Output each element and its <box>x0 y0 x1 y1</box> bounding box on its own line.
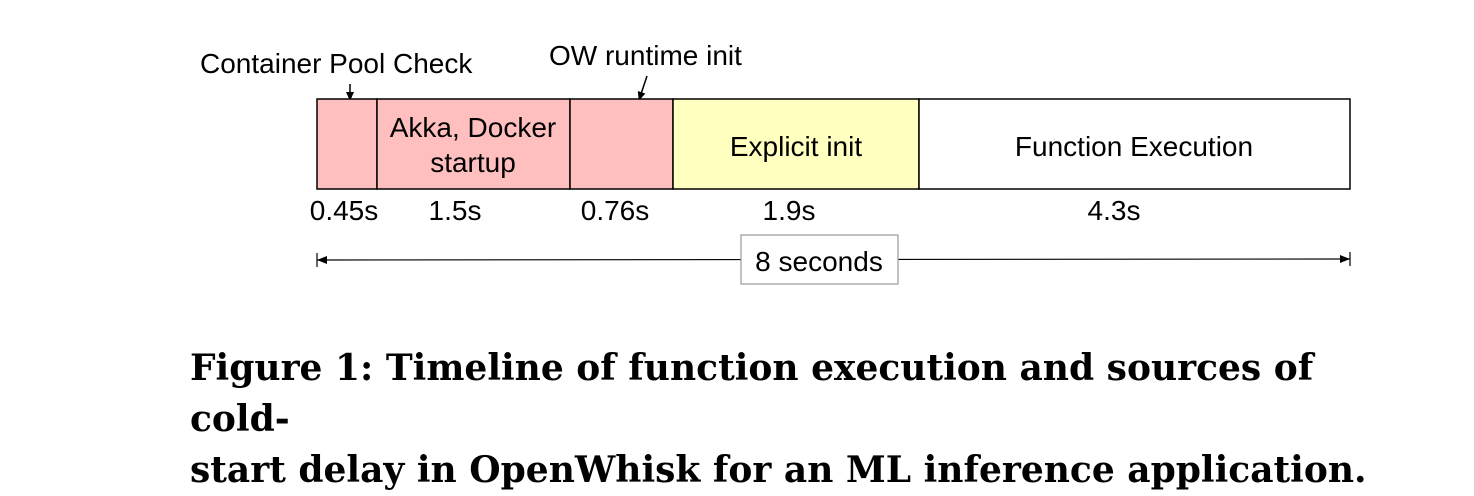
segment-function-execution <box>918 98 1351 190</box>
callout-container-pool-check: Container Pool Check <box>200 48 473 79</box>
segment-explicit-init <box>672 98 920 190</box>
segment-label-akka-docker-line1: Akka, Docker <box>390 112 557 143</box>
segment-ow-runtime-init <box>569 98 674 190</box>
duration-label: 0.45s <box>310 195 379 226</box>
figure-caption: Figure 1: Timeline of function execution… <box>190 343 1390 496</box>
timeline-diagram: Container Pool Check OW runtime init Akk… <box>200 40 1351 285</box>
duration-label: 1.9s <box>763 195 816 226</box>
segment-label-function-execution: Function Execution <box>1015 131 1253 162</box>
caption-line-2: start delay in OpenWhisk for an ML infer… <box>190 449 1367 491</box>
callout-ow-runtime-init: OW runtime init <box>549 40 742 71</box>
duration-label: 0.76s <box>581 195 650 226</box>
duration-label: 1.5s <box>429 195 482 226</box>
duration-label: 4.3s <box>1088 195 1141 226</box>
caption-line-1: Figure 1: Timeline of function execution… <box>190 347 1314 440</box>
total-label-box <box>740 234 899 285</box>
total-label: 8 seconds <box>755 246 883 277</box>
callout-arrow-ow-runtime-init <box>637 75 648 101</box>
segment-label-akka-docker-line2: startup <box>430 147 516 178</box>
segment-label-explicit-init: Explicit init <box>730 131 862 162</box>
total-span-arrow-left <box>317 256 327 264</box>
segment-akka-docker-startup <box>376 98 571 190</box>
segment-container-pool-check <box>316 98 378 190</box>
total-span-arrow-right <box>1340 255 1350 263</box>
